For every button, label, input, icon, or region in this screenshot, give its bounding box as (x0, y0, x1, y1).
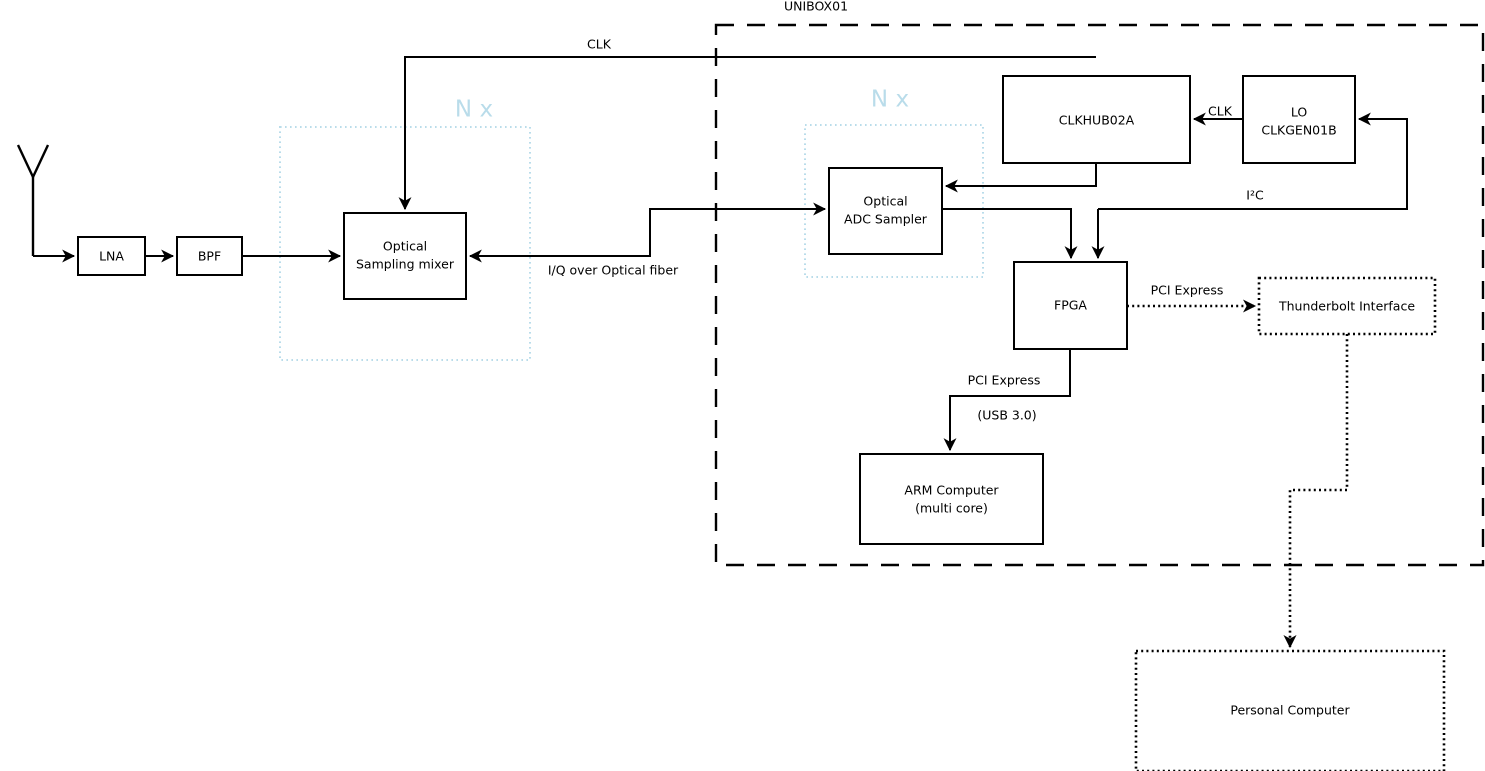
block-personal-computer-label: Personal Computer (1230, 703, 1350, 718)
wire-pcie-to-thunderbolt: PCI Express (1127, 283, 1257, 313)
wire-iq-optical-fiber: I/Q over Optical fiber (468, 208, 825, 278)
block-arm-computer-label-line1: ARM Computer (904, 483, 999, 498)
wire-thunderbolt-to-pc (1283, 334, 1349, 649)
block-personal-computer: Personal Computer (1134, 649, 1446, 771)
wire-clk-to-mixer: CLK (398, 37, 1096, 211)
group-label-adc: N x (871, 87, 909, 113)
block-bpf-label: BPF (198, 249, 221, 264)
block-optical-adc-sampler-label-line2: ADC Sampler (844, 212, 928, 227)
block-fpga: FPGA (1013, 261, 1128, 350)
block-thunderbolt-interface-label: Thunderbolt Interface (1278, 299, 1415, 314)
wire-pcie-to-arm: PCI Express (USB 3.0) (943, 349, 1071, 452)
wire-label-iq-fiber: I/Q over Optical fiber (548, 263, 679, 278)
wire-clkhub-to-adc (944, 163, 1097, 193)
wire-label-i2c: I²C (1246, 188, 1264, 203)
wire-label-clk-to-mixer: CLK (587, 37, 612, 52)
wire-lo-to-clkhub: CLK (1192, 104, 1243, 126)
antenna-icon (16, 144, 76, 263)
wire-label-pcie-to-arm: PCI Express (968, 373, 1041, 388)
block-arm-computer-label-line2: (multi core) (915, 501, 988, 516)
block-lna: LNA (77, 236, 146, 276)
unibox-enclosure: UNIBOX01 (714, 0, 1485, 567)
wire-label-pcie-to-thunderbolt: PCI Express (1151, 283, 1224, 298)
block-fpga-label: FPGA (1054, 298, 1087, 313)
block-optical-sampling-mixer: Optical Sampling mixer (343, 212, 467, 300)
block-thunderbolt-interface: Thunderbolt Interface (1257, 276, 1437, 336)
block-optical-sampling-mixer-label-line1: Optical (383, 239, 427, 254)
block-optical-sampling-mixer-label-line2: Sampling mixer (356, 257, 455, 272)
wire-label-usb3: (USB 3.0) (977, 408, 1036, 423)
unibox-enclosure-label: UNIBOX01 (784, 0, 848, 14)
block-arm-computer: ARM Computer (multi core) (859, 453, 1044, 545)
block-lna-label: LNA (99, 249, 124, 264)
group-label-mixer: N x (455, 97, 493, 123)
block-optical-adc-sampler: Optical ADC Sampler (828, 167, 943, 255)
block-lo-clkgen01b-label-line2: CLKGEN01B (1261, 123, 1336, 138)
block-bpf: BPF (176, 236, 243, 276)
wire-adc-to-fpga (942, 208, 1078, 260)
block-clkhub02a: CLKHUB02A (1002, 75, 1191, 164)
block-lo-clkgen01b: LO CLKGEN01B (1242, 75, 1356, 164)
block-lo-clkgen01b-label-line1: LO (1291, 105, 1308, 120)
group-region-adc: N x (804, 87, 984, 278)
block-clkhub02a-label: CLKHUB02A (1059, 113, 1135, 128)
wire-label-clk-lo-to-hub: CLK (1208, 104, 1233, 119)
wire-i2c-bus: I²C (1098, 112, 1408, 210)
block-optical-adc-sampler-label-line1: Optical (863, 194, 907, 209)
